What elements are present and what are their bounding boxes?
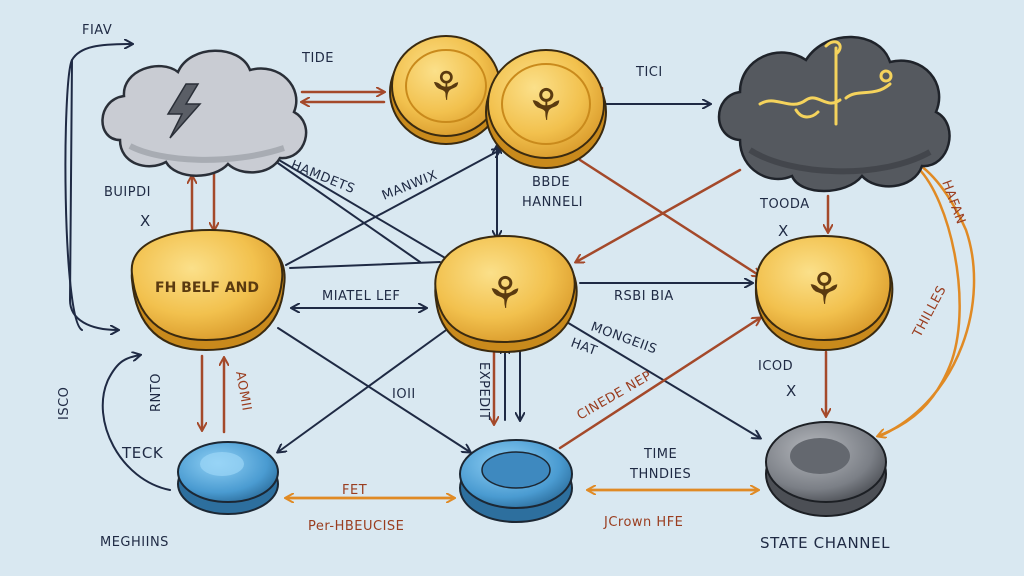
coin-center: ⚘ bbox=[434, 234, 578, 354]
label-cinede-nep: CINEDE NEP bbox=[575, 368, 655, 423]
coin-center-glyph: ⚘ bbox=[485, 268, 524, 319]
label-thndies: THNDIES bbox=[629, 467, 691, 482]
coin-top-a-glyph: ⚘ bbox=[428, 64, 464, 110]
red-arrows bbox=[192, 86, 828, 450]
coin-right: ⚘ bbox=[754, 234, 894, 352]
label-rsbi-bia: RSBI BIA bbox=[614, 289, 674, 304]
arrow-hafan-loop-back bbox=[878, 166, 961, 436]
label-meghins: MEGHIINS bbox=[100, 535, 169, 550]
label-x-icod: X bbox=[786, 382, 797, 400]
label-buipdi: BUIPDI bbox=[104, 185, 151, 200]
scribble-glyph-icon bbox=[758, 40, 893, 126]
label-mongeiis: MONGEIIS bbox=[589, 320, 659, 358]
coin-top-b: ⚘ bbox=[485, 49, 607, 169]
label-per-hbeucise: Per-HBEUCISE bbox=[308, 519, 404, 534]
cloud-right bbox=[717, 35, 951, 193]
label-tici: TICI bbox=[635, 65, 663, 80]
label-tide: TIDE bbox=[301, 51, 334, 66]
arrow-disc-left-coin bbox=[101, 355, 171, 491]
arrow-center-to-cloud-left bbox=[261, 149, 452, 262]
label-time: TIME bbox=[643, 447, 677, 462]
coin-left-label: FH BELF AND bbox=[155, 280, 259, 296]
arrow-coinB-cloud-right bbox=[578, 158, 760, 276]
label-crown-hfe: JCrown HFE bbox=[603, 515, 683, 530]
arrow-disc-center-coinright bbox=[558, 318, 760, 450]
label-bbde: BBDE bbox=[532, 175, 570, 190]
arrow-coinleft-disc-center bbox=[277, 327, 470, 452]
label-fiav: FIAV bbox=[82, 23, 112, 38]
label-tooda: TOODA bbox=[759, 197, 810, 212]
orange-arrows bbox=[286, 160, 976, 498]
coin-right-glyph: ⚘ bbox=[804, 264, 843, 315]
label-state-channel: STATE CHANNEL bbox=[760, 534, 890, 552]
label-expedit: EXPEDIT bbox=[476, 362, 491, 420]
arrow-coinleft-center bbox=[289, 261, 441, 269]
label-x-left: X bbox=[140, 212, 151, 230]
label-icod: ICOD bbox=[758, 359, 793, 374]
arrow-cloud-to-coin-left-loop bbox=[68, 59, 118, 330]
label-vert-left-a: ISCO bbox=[57, 387, 72, 420]
label-hanneli: HANNELI bbox=[522, 195, 583, 210]
coin-top-b-glyph: ⚘ bbox=[526, 80, 565, 131]
label-thilles: THILLES bbox=[910, 283, 950, 340]
label-vert-left-c: AOMII bbox=[232, 370, 254, 412]
disc-right bbox=[765, 421, 887, 517]
label-tock: TECK bbox=[121, 444, 164, 462]
label-ioii: IOII bbox=[392, 387, 416, 402]
arrow-cloud-center bbox=[262, 152, 421, 263]
label-hafan: HAFAN bbox=[938, 178, 968, 226]
navy-arrows bbox=[64, 44, 760, 491]
arrow-coinright-center bbox=[576, 168, 742, 262]
coin-top-a: ⚘ bbox=[389, 35, 503, 145]
coin-left: FH BELF AND bbox=[130, 228, 286, 352]
label-vert-left-b: RNTO bbox=[149, 373, 164, 412]
label-fet: FET bbox=[342, 483, 367, 498]
disc-left bbox=[177, 441, 279, 515]
disc-center bbox=[459, 439, 573, 523]
cloud-left bbox=[101, 49, 308, 177]
label-miatel-lef: MIATEL LEF bbox=[322, 289, 400, 304]
label-x-right: X bbox=[778, 222, 789, 240]
arrow-center-disc-right bbox=[559, 317, 760, 438]
arrow-coinleft-to-coinA bbox=[285, 150, 500, 266]
lightning-icon bbox=[166, 83, 202, 139]
